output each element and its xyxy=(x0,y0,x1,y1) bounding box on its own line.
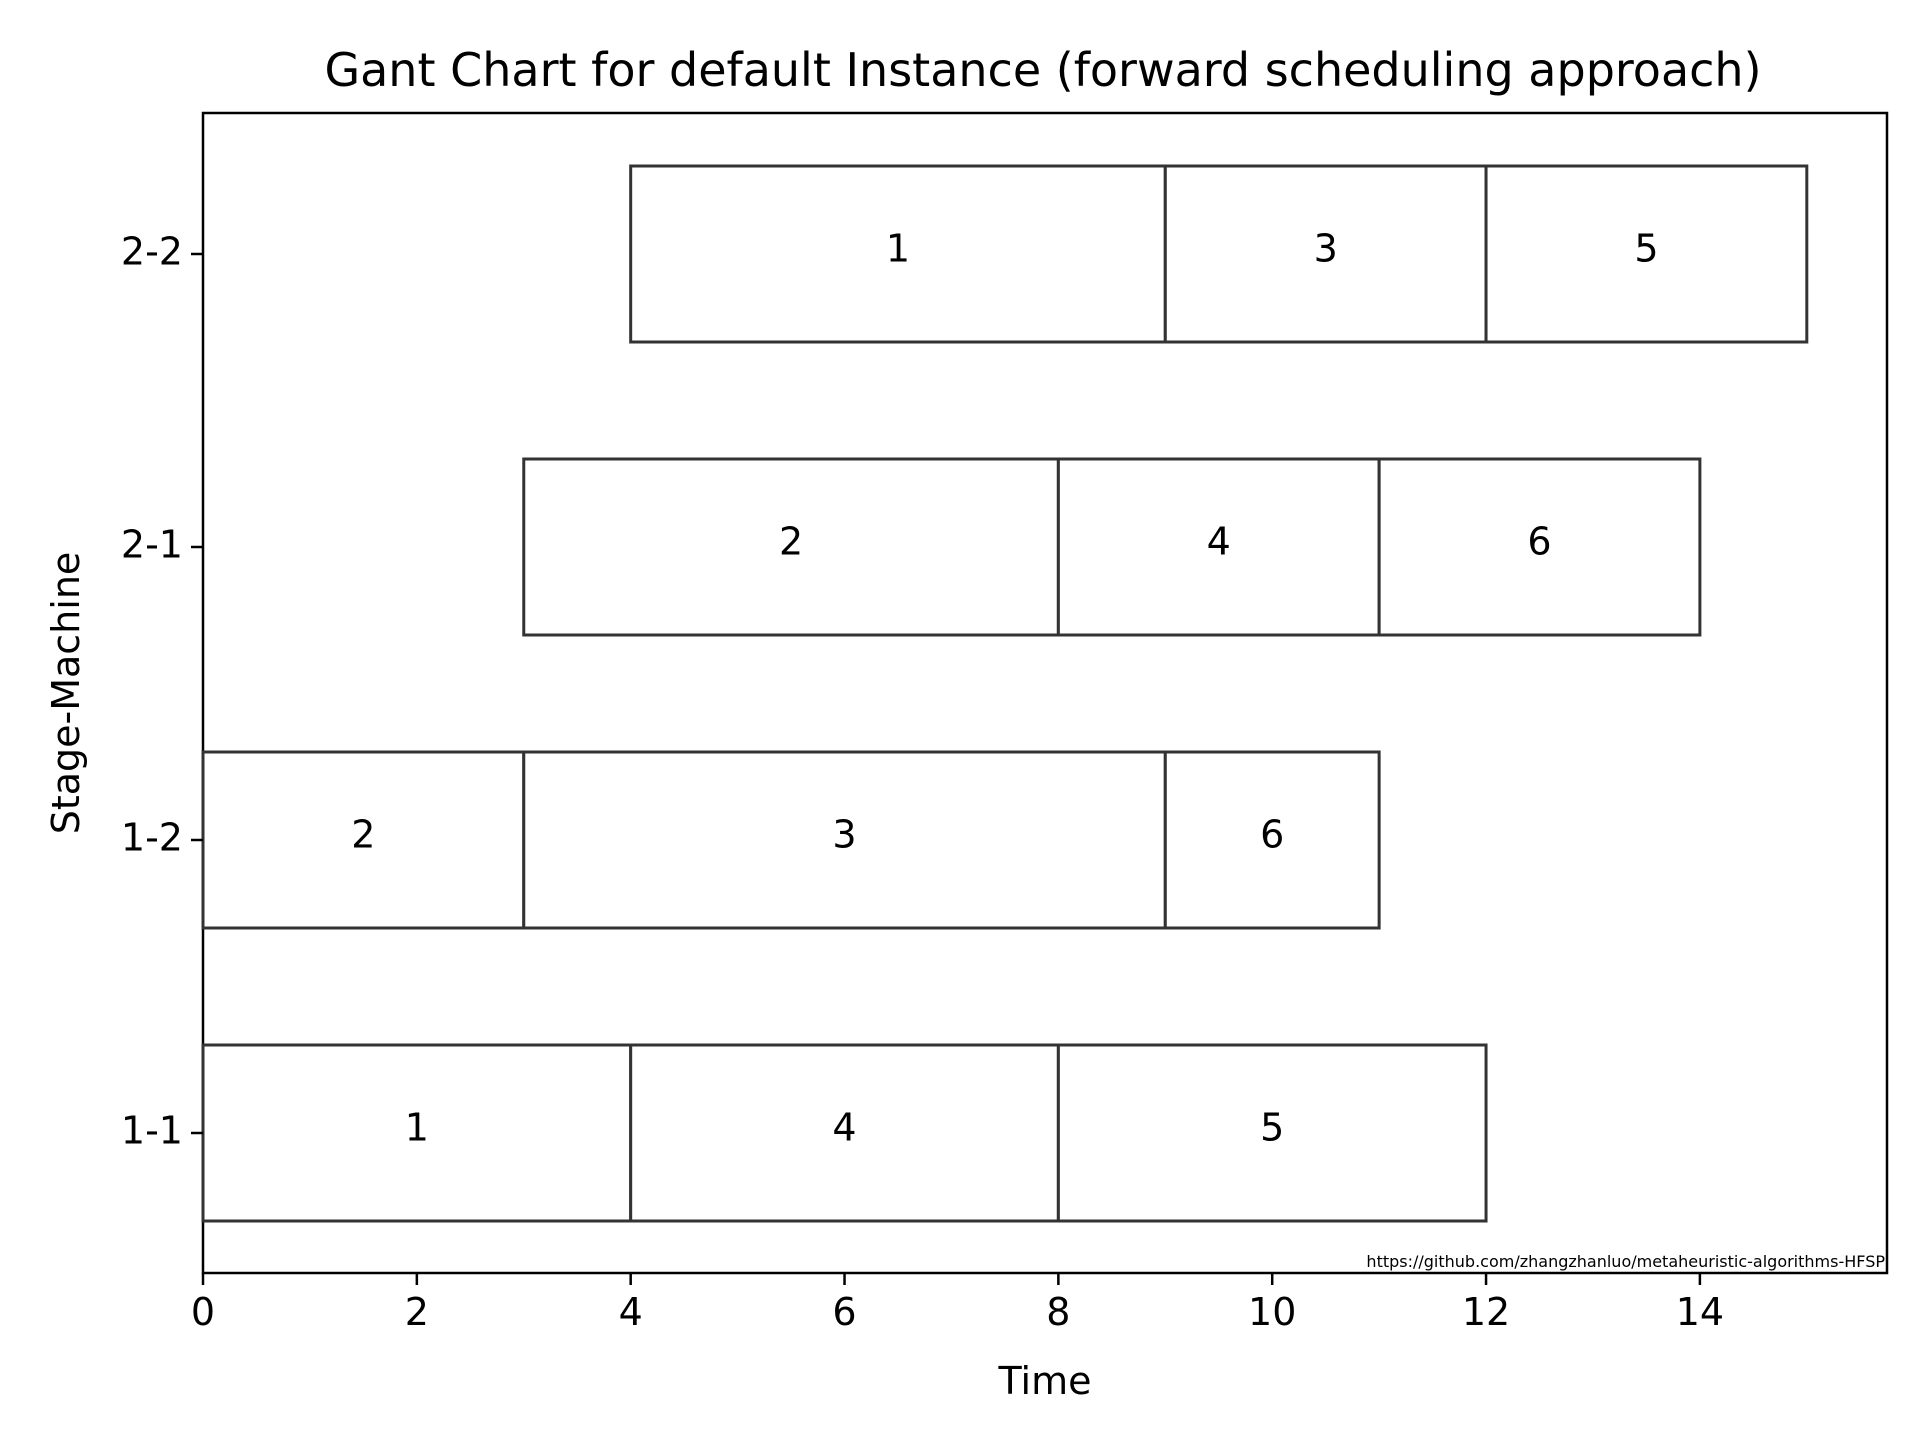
task-bar xyxy=(1484,164,1809,344)
task-bar xyxy=(1056,1043,1488,1223)
y-tick-label: 2-2 xyxy=(121,230,183,274)
x-tick-label: 14 xyxy=(1676,1290,1724,1334)
task-label: 6 xyxy=(1527,520,1551,564)
task-label: 3 xyxy=(832,813,856,857)
plot-area xyxy=(201,111,1889,1275)
y-tick-label: 2-1 xyxy=(121,523,183,567)
x-tick-label: 0 xyxy=(191,1290,215,1334)
task-bars xyxy=(201,164,1809,1223)
task-bar xyxy=(1377,457,1702,637)
task-bar xyxy=(1163,164,1488,344)
x-tick-label: 6 xyxy=(832,1290,856,1334)
x-tick-label: 4 xyxy=(619,1290,643,1334)
x-tick-label: 2 xyxy=(405,1290,429,1334)
task-bar xyxy=(201,1043,633,1223)
task-bar xyxy=(1163,750,1381,930)
x-axis-label: Time xyxy=(998,1359,1092,1403)
task-label: 1 xyxy=(886,227,910,271)
task-label: 3 xyxy=(1314,227,1338,271)
chart-title: Gant Chart for default Instance (forward… xyxy=(324,43,1761,97)
task-label: 4 xyxy=(832,1106,856,1150)
task-bar xyxy=(522,750,1167,930)
y-tick-label: 1-2 xyxy=(121,816,183,860)
y-tick-label: 1-1 xyxy=(121,1109,183,1153)
task-label: 6 xyxy=(1260,813,1284,857)
x-tick-label: 12 xyxy=(1462,1290,1510,1334)
task-bar xyxy=(1056,457,1381,637)
task-bar xyxy=(629,164,1167,344)
task-label: 2 xyxy=(351,813,375,857)
watermark-url: https://github.com/zhangzhanluo/metaheur… xyxy=(1366,1252,1885,1271)
task-label: 1 xyxy=(405,1106,429,1150)
task-label: 5 xyxy=(1260,1106,1284,1150)
task-bar xyxy=(522,457,1060,637)
task-label: 4 xyxy=(1207,520,1231,564)
y-axis-ticks: 1-1 1-2 2-1 2-2 xyxy=(121,230,203,1153)
x-tick-label: 10 xyxy=(1248,1290,1296,1334)
task-labels: 1 4 5 2 3 6 2 4 6 1 3 5 xyxy=(351,227,1658,1150)
task-label: 5 xyxy=(1634,227,1658,271)
task-bar xyxy=(629,1043,1060,1223)
task-label: 2 xyxy=(779,520,803,564)
x-tick-label: 8 xyxy=(1046,1290,1070,1334)
x-axis-ticks: 0 2 4 6 8 10 12 14 xyxy=(191,1273,1724,1334)
y-axis-label: Stage-Machine xyxy=(44,552,88,835)
